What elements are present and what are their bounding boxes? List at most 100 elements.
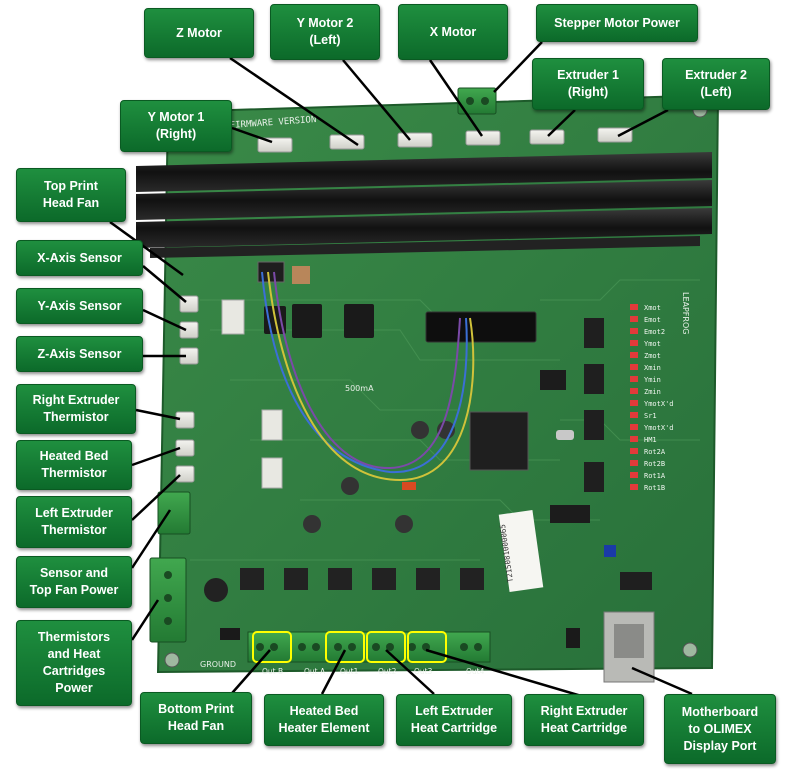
status-led [630, 388, 638, 394]
reset-button [604, 545, 616, 557]
label-left-cartridge: Left Extruder Heat Cartridge [396, 694, 512, 746]
status-led [630, 376, 638, 382]
label-right-cartridge: Right Extruder Heat Cartridge [524, 694, 644, 746]
terminal-screw [386, 643, 394, 651]
status-led [630, 484, 638, 490]
label-z-sensor: Z-Axis Sensor [16, 336, 143, 372]
left-cartridge-highlight [366, 631, 406, 663]
led-label: Rot2A [644, 448, 666, 456]
pin-header [540, 370, 566, 390]
terminal-screw [312, 643, 320, 651]
terminal-screw [372, 643, 380, 651]
white-connector-1 [261, 409, 283, 441]
label-y-motor-2: Y Motor 2 (Left) [270, 4, 380, 60]
status-led [630, 448, 638, 454]
jumper [566, 628, 580, 648]
led-label: Sr1 [644, 412, 657, 420]
led-label: Xmot [644, 304, 661, 312]
power-connector-2 [344, 304, 374, 338]
status-led [630, 424, 638, 430]
label-z-motor: Z Motor [144, 8, 254, 58]
motor-connectors [257, 87, 633, 153]
label-left-thermistor: Left Extruder Thermistor [16, 496, 132, 548]
driver-chip-1 [584, 318, 604, 348]
label-heat-power: Thermistors and Heat Cartridges Power [16, 620, 132, 706]
capacitor [395, 515, 413, 533]
small-ic [220, 628, 240, 640]
label-x-motor: X Motor [398, 4, 508, 60]
status-led [630, 412, 638, 418]
out-label: Out B [262, 667, 283, 676]
label-bed-heater: Heated Bed Heater Element [264, 694, 384, 746]
led-label: HM1 [644, 436, 657, 444]
top-fan-header [257, 261, 285, 283]
pin-header [550, 505, 590, 523]
capacitor [411, 421, 429, 439]
usb-chip [620, 572, 652, 590]
driver-chip-3 [584, 410, 604, 440]
led-label: Emot [644, 316, 661, 324]
label-sensor-fan-power: Sensor and Top Fan Power [16, 556, 132, 608]
out-label: Out4 [466, 667, 485, 676]
led-label: Zmin [644, 388, 661, 396]
driver-chip-2 [584, 364, 604, 394]
mosfet [460, 568, 484, 590]
microcontroller [469, 411, 529, 471]
status-led [630, 460, 638, 466]
label-bottom-fan: Bottom Print Head Fan [140, 692, 252, 744]
heatsink [136, 152, 712, 258]
out-label: Out2 [378, 667, 397, 676]
out-label: Out A [304, 667, 326, 676]
terminal-screw [460, 643, 468, 651]
led-column: XmotEmotEmot2YmotZmotXminYminZminYmotX'd… [630, 304, 674, 492]
terminal-screw [298, 643, 306, 651]
label-y-sensor: Y-Axis Sensor [16, 288, 143, 324]
mount-hole [682, 642, 698, 658]
mosfet [416, 568, 440, 590]
label-extruder-1: Extruder 1 (Right) [532, 58, 644, 110]
x-motor-connector [465, 130, 501, 146]
mosfet [328, 568, 352, 590]
callout-lines [109, 41, 693, 710]
label-x-sensor: X-Axis Sensor [16, 240, 143, 276]
terminal-screw [422, 643, 430, 651]
status-led [630, 328, 638, 334]
status-led [630, 316, 638, 322]
status-led [630, 436, 638, 442]
label-bed-thermistor: Heated Bed Thermistor [16, 440, 132, 490]
wires [261, 271, 475, 482]
led-label: Rot1B [644, 484, 665, 492]
led-label: Zmot [644, 352, 661, 360]
current-text: 500mA [345, 384, 374, 393]
extruder-2-connector [597, 127, 633, 143]
extruder-1-connector [529, 129, 565, 145]
status-led [630, 472, 638, 478]
barcode-sticker [498, 510, 544, 592]
terminal-screw [348, 643, 356, 651]
z-motor-connector [329, 134, 365, 150]
left-thermistor-connector [175, 465, 195, 483]
status-led [630, 304, 638, 310]
left-connectors [149, 295, 228, 643]
bottom-fan-highlight [252, 631, 292, 663]
driver-chip-4 [584, 462, 604, 492]
out-label: Out1 [340, 667, 359, 676]
terminal-screw [474, 643, 482, 651]
highlight-boxes [252, 631, 447, 663]
ground-text: GROUND [200, 660, 236, 669]
white-connector-2 [261, 457, 283, 489]
terminal-screw [334, 643, 342, 651]
right-thermistor-connector [175, 411, 195, 429]
label-top-fan: Top Print Head Fan [16, 168, 126, 222]
capacitor [341, 477, 359, 495]
label-y-motor-1: Y Motor 1 (Right) [120, 100, 232, 152]
label-right-thermistor: Right Extruder Thermistor [16, 384, 136, 434]
led-label: Xmin [644, 364, 661, 372]
power-connector-1 [292, 304, 322, 338]
fan-connector [221, 299, 245, 335]
label-motherboard: Motherboard to OLIMEX Display Port [664, 694, 776, 764]
status-led [630, 340, 638, 346]
header-plug [292, 266, 310, 284]
capacitor [303, 515, 321, 533]
